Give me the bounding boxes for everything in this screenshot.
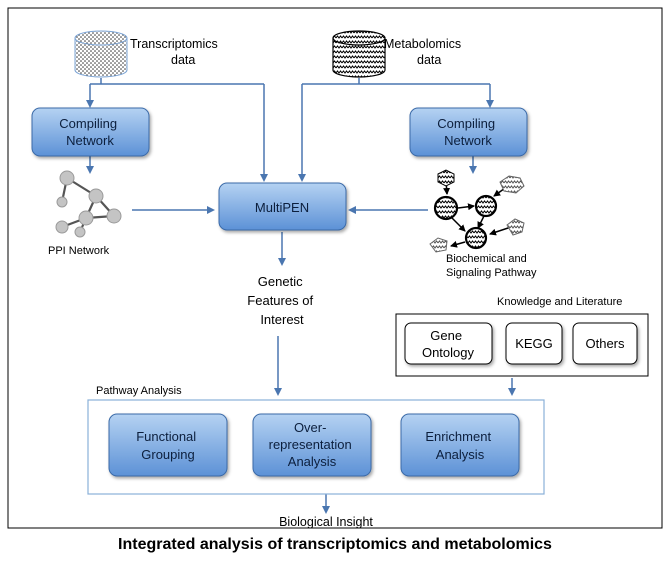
transcriptomics-label: Transcriptomics data (130, 37, 221, 67)
over-representation-box: Over- representation Analysis (252, 413, 372, 477)
knowledge-item-kegg: KEGG (505, 322, 563, 365)
outer-frame (7, 7, 663, 529)
svg-text:Compiling Network: Compiling Network (437, 116, 498, 148)
multipen-box: MultiPEN (218, 182, 347, 231)
metabolomics-label: Metabolomics data (384, 37, 465, 67)
knowledge-frame (395, 313, 649, 377)
ppi-network-icon (55, 170, 122, 238)
svg-text:Others: Others (585, 336, 625, 351)
compiling-network-left-box: Compiling Network (31, 107, 150, 157)
knowledge-item-gene-ontology: Gene Ontology (404, 322, 493, 365)
enrichment-analysis-box: Enrichment Analysis (400, 413, 520, 477)
svg-text:MultiPEN: MultiPEN (255, 200, 309, 215)
pathway-label: Biochemical and Signaling Pathway (446, 253, 537, 279)
figure-caption: Integrated analysis of transcriptomics a… (118, 536, 552, 553)
pathway-network-icon (429, 169, 525, 253)
svg-text:Compiling Network: Compiling Network (59, 116, 120, 148)
functional-grouping-box: Functional Grouping (108, 413, 228, 477)
knowledge-item-others: Others (572, 322, 638, 365)
svg-text:Gene Ontology: Gene Ontology (422, 328, 475, 360)
svg-text:Enrichment Analysis: Enrichment Analysis (425, 429, 494, 462)
knowledge-title: Knowledge and Literature (497, 296, 622, 308)
metabolomics-database-icon (332, 30, 386, 78)
genetic-features-label: Genetic Features of Interest (247, 274, 316, 327)
pathway-analysis-frame (87, 399, 545, 495)
ppi-network-label: PPI Network (48, 245, 110, 257)
compiling-network-right-box: Compiling Network (409, 107, 528, 157)
connectors (86, 78, 516, 514)
svg-text:KEGG: KEGG (515, 336, 553, 351)
pathway-analysis-title: Pathway Analysis (96, 385, 182, 397)
svg-text:Over- representation: Over- representation Analysis (269, 420, 356, 469)
svg-text:Functional Grouping: Functional Grouping (136, 429, 200, 462)
biological-insight-label: Biological Insight (279, 515, 373, 529)
transcriptomics-database-icon (74, 30, 128, 78)
